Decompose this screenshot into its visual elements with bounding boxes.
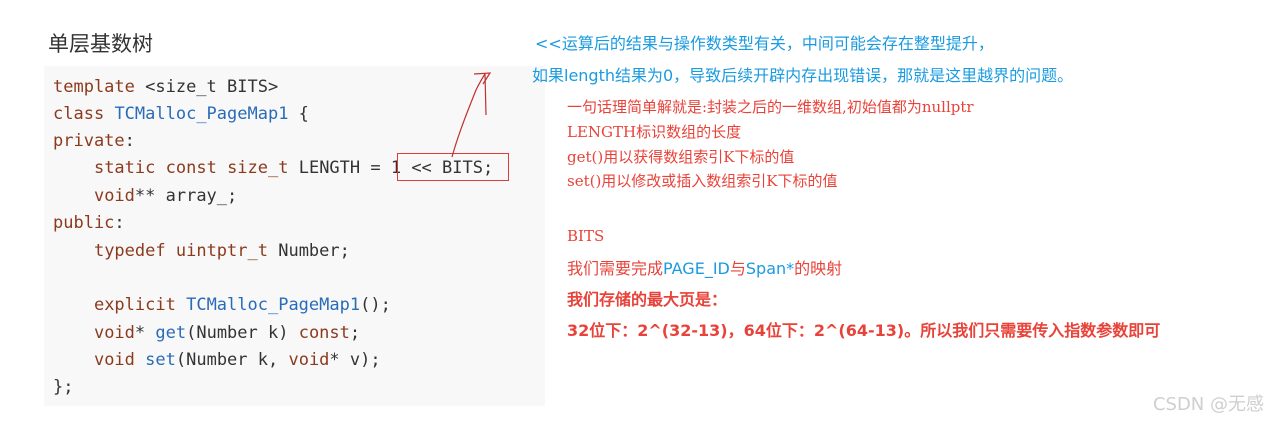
code-block: template <size_t BITS> class TCMalloc_Pa… [44, 66, 545, 406]
code-line-2: class TCMalloc_PageMap1 { [53, 104, 309, 124]
code-text: ** array_; [134, 186, 238, 206]
watermark: CSDN @无感 [1152, 394, 1264, 415]
annotation-mapping: 我们需要完成PAGE_ID与Span*的映射 [567, 255, 842, 279]
type-name: uintptr_t [175, 241, 268, 261]
keyword: private [53, 131, 125, 151]
annotation-text: 与 [729, 259, 746, 278]
annotation-red-bits: BITS [567, 227, 605, 245]
annotation-text: 的映射 [794, 259, 843, 278]
highlight-box [397, 153, 509, 181]
type-name: void [93, 186, 135, 206]
code-text: : [124, 131, 135, 151]
code-text: { [288, 104, 309, 124]
type-name: void [288, 350, 330, 370]
code-text: * [134, 323, 156, 343]
annotation-bold-2: 32位下：2^(32-13)，64位下：2^(64-13)。所以我们只需要传入指… [567, 321, 1161, 340]
keyword: template [53, 77, 135, 97]
function-name: get [155, 323, 187, 343]
annotation-text: Span* [745, 259, 795, 278]
annotation-red-3: get()用以获得数组索引K下标的值 [567, 148, 795, 166]
code-text: }; [53, 377, 74, 397]
code-line-1: template <size_t BITS> [53, 77, 278, 97]
code-line-3: private: [53, 131, 135, 151]
code-text: * v); [329, 350, 381, 370]
annotation-red-1: 一句话理简单解就是:封装之后的一维数组,初始值都为nullptr [567, 98, 974, 116]
keyword: const [298, 323, 350, 343]
keyword: public [53, 213, 115, 233]
code-line-11: }; [53, 377, 73, 397]
class-name: TCMalloc_PageMap1 [186, 295, 361, 315]
code-line-7: typedef uintptr_t Number; [53, 241, 350, 261]
code-line-5: void** array_; [53, 186, 237, 206]
code-text: (Number k) [186, 323, 299, 343]
type-name: size_t [227, 158, 289, 178]
class-name: TCMalloc_PageMap1 [114, 104, 289, 124]
keyword: explicit [93, 295, 176, 315]
keyword: typedef [93, 241, 166, 261]
code-text: Number; [267, 241, 350, 261]
code-line-6: public: [53, 213, 125, 233]
annotation-blue-2: 如果length结果为0，导致后续开辟内存出现错误，那就是这里越界的问题。 [532, 66, 1074, 85]
code-text: LENGTH = [288, 158, 391, 178]
keyword: class [53, 104, 105, 124]
code-line-8: explicit TCMalloc_PageMap1(); [53, 295, 391, 315]
code-text: <size_t BITS> [134, 77, 279, 97]
code-text: (Number k, [175, 350, 289, 370]
annotation-red-4: set()用以修改或插入数组索引K下标的值 [567, 172, 838, 190]
code-text: : [114, 213, 125, 233]
highlighted-expression: 1 << BITS; [390, 158, 494, 178]
type-name: void [93, 323, 135, 343]
section-heading: 单层基数树 [48, 32, 153, 56]
keyword: static [93, 158, 156, 178]
code-line-10: void set(Number k, void* v); [53, 350, 381, 370]
annotation-red-2: LENGTH标识数组的长度 [567, 123, 742, 141]
annotation-bold-1: 我们存储的最大页是： [567, 290, 728, 309]
annotation-text: PAGE_ID [663, 259, 730, 278]
function-name: set [145, 350, 176, 370]
annotation-blue-1: <<运算后的结果与操作数类型有关，中间可能会存在整型提升， [535, 34, 994, 53]
code-line-4: static const size_t LENGTH = 1 << BITS; [53, 158, 493, 178]
annotation-text: 我们需要完成 [567, 259, 664, 278]
keyword: const [165, 158, 217, 178]
code-line-9: void* get(Number k) const; [53, 323, 360, 343]
code-text: ; [349, 323, 361, 343]
code-text: (); [360, 295, 391, 315]
type-name: void [93, 350, 135, 370]
